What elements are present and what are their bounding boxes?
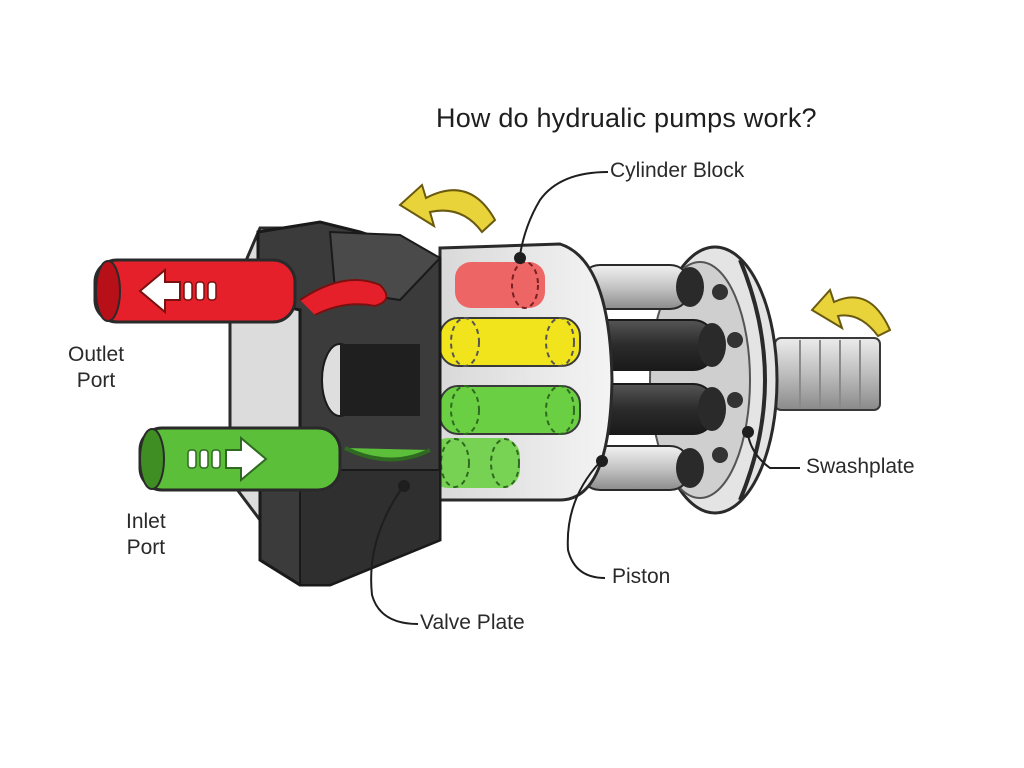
- cylinder-rotation-arrow: [398, 183, 497, 234]
- shaft-rotation-arrow: [810, 288, 892, 338]
- piston-rods: [579, 264, 726, 491]
- swashplate: [649, 245, 779, 515]
- cylinder-block: [430, 242, 614, 502]
- leader-piston: [566, 461, 606, 579]
- inlet-port-tube: [138, 426, 431, 492]
- label-outlet-port: Outlet Port: [68, 342, 124, 394]
- outlet-port-tube: [93, 258, 388, 324]
- label-valve-plate: Valve Plate: [420, 611, 525, 634]
- label-cylinder-block: Cylinder Block: [610, 159, 745, 182]
- leader-lines: [370, 171, 800, 625]
- label-swashplate: Swashplate: [806, 455, 915, 478]
- label-outlet-port-line1: Outlet: [68, 343, 125, 366]
- label-inlet-port-line1: Inlet: [126, 510, 166, 533]
- leader-swashplate-dot: [742, 426, 754, 438]
- label-inlet-port-line2: Port: [126, 536, 166, 559]
- leader-valve-plate-dot: [398, 480, 410, 492]
- diagram-title: How do hydrualic pumps work?: [436, 103, 817, 133]
- label-inlet-port: Inlet Port: [126, 509, 166, 561]
- leader-piston-dot: [596, 455, 608, 467]
- label-piston: Piston: [612, 565, 671, 588]
- drive-shaft: [774, 337, 881, 411]
- leader-cylinder-block-dot: [514, 252, 526, 264]
- leader-cylinder-block: [519, 171, 609, 256]
- leader-valve-plate: [370, 487, 419, 625]
- label-outlet-port-line2: Port: [76, 369, 116, 392]
- leader-swashplate: [747, 434, 800, 469]
